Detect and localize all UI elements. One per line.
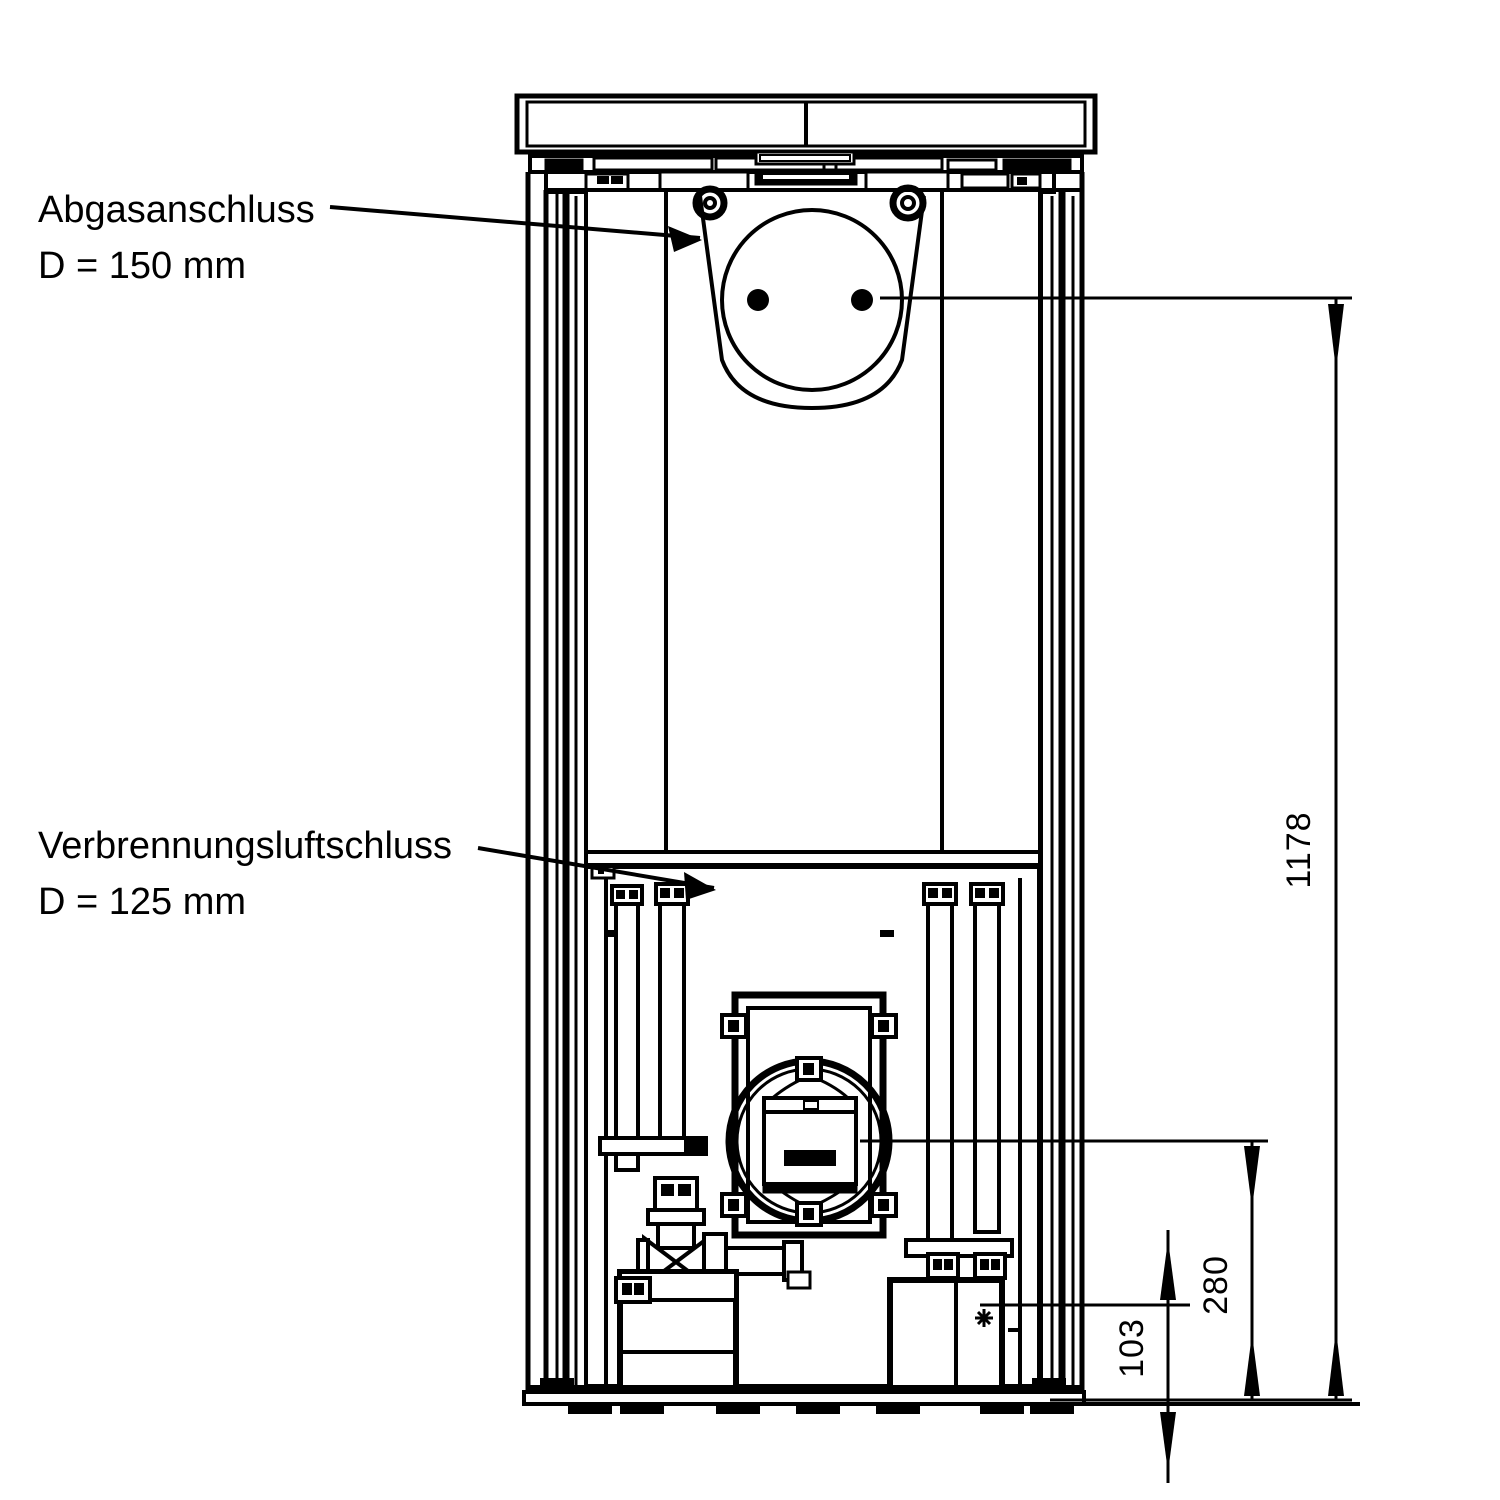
foot (980, 1404, 1024, 1414)
foot (1032, 1378, 1066, 1390)
foot (716, 1404, 760, 1414)
foot (540, 1378, 574, 1390)
foot (1030, 1404, 1074, 1414)
foot (876, 1404, 920, 1414)
dim-103 (980, 1230, 1190, 1483)
top-cover-plate (514, 93, 1098, 155)
annotation-abgasanschluss-line2: D = 150 mm (38, 245, 246, 287)
annotation-text-layer: Abgasanschluss D = 150 mm Verbrennungslu… (38, 189, 452, 923)
flue-bolt-right (851, 289, 873, 311)
dimension-text-layer: 1178 280 103 (1113, 811, 1318, 1377)
foot (620, 1404, 664, 1414)
lower-compartment (584, 864, 1042, 1388)
arrow-head-icon (684, 872, 716, 900)
right-tank (887, 1252, 1020, 1391)
foot (796, 1404, 840, 1414)
flue-fitting-right (889, 184, 927, 222)
combustion-air-assembly (720, 991, 898, 1239)
flue-outlet-assembly (692, 184, 927, 411)
dim-1178 (880, 296, 1352, 1402)
annotation-leader-layer (329, 205, 716, 900)
foot (568, 1404, 612, 1414)
dim-280 (860, 1139, 1268, 1400)
annotation-verbrennungsluft-line2: D = 125 mm (38, 881, 246, 923)
flue-outlet-circle (720, 208, 904, 392)
left-pipe-columns (598, 882, 708, 1172)
annotation-abgasanschluss-line1: Abgasanschluss (38, 189, 315, 231)
leader-abgasanschluss (329, 205, 702, 252)
right-pipe-columns (904, 882, 1014, 1258)
right-tank-marker (975, 1309, 993, 1327)
upper-cabinet (584, 188, 1042, 854)
left-side-rail (525, 172, 588, 1392)
dim-label-280: 280 (1197, 1255, 1235, 1315)
dim-label-103: 103 (1113, 1318, 1151, 1378)
left-tank (614, 1269, 739, 1391)
annotation-verbrennungsluft-line1: Verbrennungsluftschluss (38, 825, 452, 867)
dim-label-1178: 1178 (1280, 811, 1318, 888)
top-internal-detail (544, 168, 1056, 194)
machine-assembly (514, 93, 1360, 1414)
leader-verbrennungsluftschluss (477, 846, 716, 900)
dimension-layer (860, 296, 1352, 1483)
flue-bolt-left (747, 289, 769, 311)
arrow-head-icon (668, 226, 702, 252)
flue-fitting-left (692, 185, 728, 221)
right-side-rail (1037, 172, 1085, 1392)
base-frame (522, 1378, 1360, 1414)
